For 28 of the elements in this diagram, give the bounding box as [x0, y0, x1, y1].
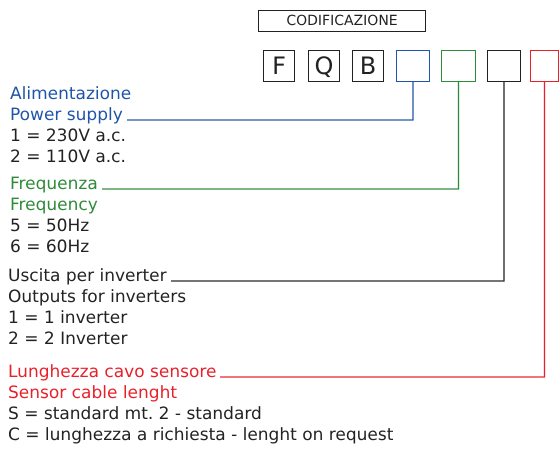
leader-line — [127, 82, 414, 121]
option-value: 5 = 50Hz — [10, 216, 90, 237]
option-value: 2 = 2 Inverter — [8, 329, 128, 350]
option-value: 1 = 230V a.c. — [10, 126, 126, 147]
leader-line — [171, 82, 505, 282]
option-value: 2 = 110V a.c. — [10, 147, 126, 168]
code-letter-box: Q — [308, 50, 340, 82]
code-letter-box: F — [263, 50, 295, 82]
option-heading: Frequency — [10, 195, 98, 216]
code-digit-box — [441, 50, 476, 82]
code-letter-box: B — [352, 50, 384, 82]
code-digit-box — [487, 50, 521, 82]
option-heading: Alimentazione — [10, 84, 132, 105]
leader-line — [220, 82, 546, 378]
option-heading: Frequenza — [10, 174, 98, 195]
code-digit-box — [530, 50, 559, 82]
leader-line — [102, 82, 460, 190]
option-value: 6 = 60Hz — [10, 237, 90, 258]
option-heading: Uscita per inverter — [8, 266, 167, 287]
code-digit-box — [396, 50, 430, 82]
option-heading: Power supply — [10, 105, 123, 126]
option-heading: Lunghezza cavo sensore — [8, 362, 216, 383]
option-heading: Sensor cable lenght — [8, 383, 178, 404]
option-value: C = lunghezza a richiesta - lenght on request — [8, 425, 394, 446]
option-value: S = standard mt. 2 - standard — [8, 404, 262, 425]
option-heading: Outputs for inverters — [8, 287, 186, 308]
code-heading-box: CODIFICAZIONE — [258, 10, 426, 32]
option-value: 1 = 1 inverter — [8, 308, 128, 329]
